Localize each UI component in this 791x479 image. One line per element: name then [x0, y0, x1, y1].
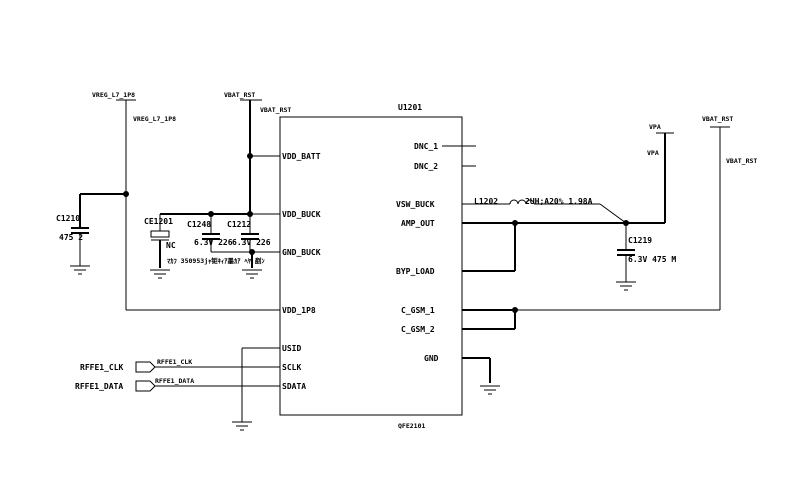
c1219-ref: C1219	[628, 236, 652, 245]
svg-text:VBAT_RST: VBAT_RST	[260, 106, 291, 114]
vbat-rst-right-power-flag: VBAT_RST VBAT_RST	[702, 115, 757, 165]
junction-dot	[247, 153, 253, 159]
svg-text:VBAT_RST: VBAT_RST	[224, 91, 255, 99]
pin-sdata: SDATA	[282, 382, 306, 391]
svg-text:VREG_L7_1P8: VREG_L7_1P8	[92, 91, 135, 99]
pin-dnc-1: DNC_1	[414, 142, 438, 151]
capacitor-c1212: C1212 6.3V 226	[227, 214, 271, 252]
l1202-value: 2UH;A20% 1.98A	[525, 197, 593, 206]
svg-text:VPA: VPA	[647, 149, 659, 157]
c1219-value: 6.3V 475 M	[628, 255, 676, 264]
c1210-ref: C1210	[56, 214, 80, 223]
c1248-value: 6.3V 226	[194, 238, 233, 247]
ic-part-number: QFE2101	[398, 422, 425, 430]
garbled-cap-note: ﾏｶﾌ 350953jｬ钜ｷｨｱ墨ｶｱ ﾍﾔ 剷ﾝ	[167, 256, 265, 265]
pin-vdd-buck: VDD_BUCK	[282, 210, 321, 219]
pin-c-gsm-2: C_GSM_2	[401, 325, 435, 334]
port-rffe1-data: RFFE1_DATA RFFE1_DATA	[75, 377, 194, 392]
svg-text:RFFE1_CLK: RFFE1_CLK	[80, 363, 124, 372]
svg-text:VBAT_RST: VBAT_RST	[726, 157, 757, 165]
junction-dot	[123, 191, 129, 197]
c1210-value: 475 2	[59, 233, 83, 242]
l1202-ref: L1202	[474, 197, 498, 206]
capacitor-c1219: C1219 6.3V 475 M	[616, 223, 676, 291]
capacitor-ce1201: CE1201 NC	[144, 214, 176, 279]
junction-dot	[512, 307, 518, 313]
svg-text:VBAT_RST: VBAT_RST	[702, 115, 733, 123]
pin-gnd: GND	[424, 354, 439, 363]
pin-usid: USID	[282, 344, 301, 353]
ce1201-value: NC	[166, 241, 176, 250]
pin-c-gsm-1: C_GSM_1	[401, 306, 435, 315]
c1212-value: 6.3V 226	[232, 238, 271, 247]
svg-text:VPA: VPA	[649, 123, 661, 131]
pin-byp-load: BYP_LOAD	[396, 267, 435, 276]
pin-vdd-1p8: VDD_1P8	[282, 306, 316, 315]
ic-refdes: U1201	[398, 103, 422, 112]
ic-right-pins: DNC_1 DNC_2 VSW_BUCK AMP_OUT BYP_LOAD C_…	[396, 142, 476, 363]
pin-dnc-2: DNC_2	[414, 162, 438, 171]
capacitor-c1248: C1248 6.3V 226	[187, 214, 233, 252]
vbat-rst-power-flag: VBAT_RST VBAT_RST	[224, 91, 291, 114]
capacitor-c1210: C1210 475 2	[56, 194, 90, 275]
inductor-l1202: L1202 2UH;A20% 1.98A	[462, 197, 627, 224]
ce1201-ref: CE1201	[144, 217, 173, 226]
svg-text:RFFE1_DATA: RFFE1_DATA	[75, 382, 123, 391]
c1212-ref: C1212	[227, 220, 251, 229]
svg-text:VREG_L7_1P8: VREG_L7_1P8	[133, 115, 176, 123]
svg-text:RFFE1_CLK: RFFE1_CLK	[157, 358, 192, 366]
ic-left-pins: VDD_BATT VDD_BUCK GND_BUCK VDD_1P8 USID …	[155, 152, 321, 391]
ic-body	[279, 116, 463, 416]
vreg-l7-power-flag: VREG_L7_1P8 VREG_L7_1P8	[92, 91, 176, 194]
vpa-power-flag: VPA VPA	[647, 123, 674, 157]
pin-vsw-buck: VSW_BUCK	[396, 200, 435, 209]
c1248-ref: C1248	[187, 220, 211, 229]
port-rffe1-clk: RFFE1_CLK RFFE1_CLK	[80, 358, 192, 373]
pin-gnd-buck: GND_BUCK	[282, 248, 321, 257]
pin-amp-out: AMP_OUT	[401, 219, 435, 228]
svg-text:RFFE1_DATA: RFFE1_DATA	[155, 377, 194, 385]
pin-vdd-batt: VDD_BATT	[282, 152, 321, 161]
pin-sclk: SCLK	[282, 363, 301, 372]
